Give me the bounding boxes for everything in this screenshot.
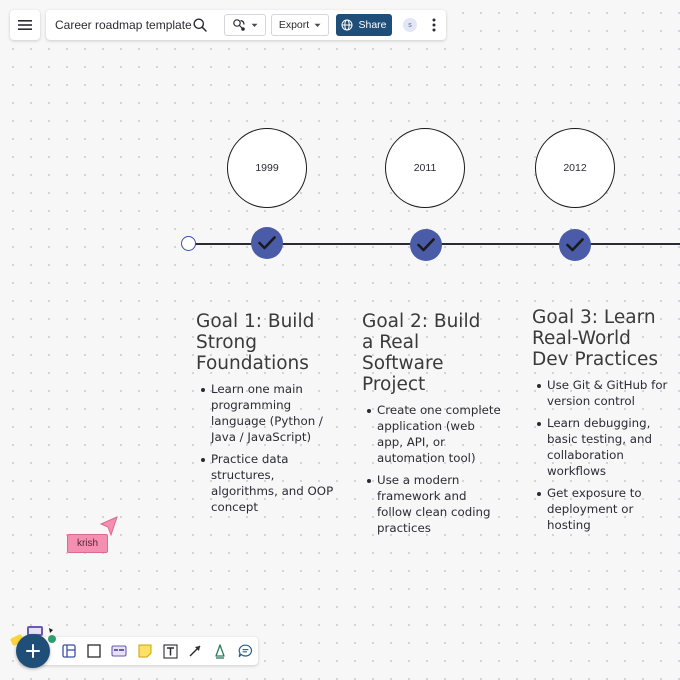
goal-bullet: Use a modern framework and follow clean …: [362, 472, 502, 536]
goal-bullet: Practice data structures, algorithms, an…: [196, 451, 336, 515]
goal-card-3[interactable]: Goal 3: Learn Real-World Dev Practices U…: [532, 307, 672, 539]
milestone-check-2[interactable]: [410, 229, 442, 261]
chevron-down-icon: [251, 23, 258, 27]
globe-icon: [341, 19, 353, 31]
goal-title-line: a Real: [362, 332, 420, 353]
goal-bullet: Learn debugging, basic testing, and coll…: [532, 415, 672, 479]
document-title[interactable]: Career roadmap template: [55, 18, 192, 32]
goal-bullet-list: Learn one main programming language (Pyt…: [196, 381, 336, 515]
text-tool[interactable]: [161, 642, 179, 660]
share-button[interactable]: Share: [336, 14, 392, 36]
plus-icon: [26, 644, 40, 658]
rectangle-tool[interactable]: [85, 642, 103, 660]
goal-bullet: Use Git & GitHub for version control: [532, 377, 672, 409]
sticky-note-tool[interactable]: [136, 642, 154, 660]
goal-title-line: Project: [362, 374, 426, 395]
checkmark-icon: [258, 236, 276, 250]
search-button[interactable]: [189, 14, 211, 36]
sticky-note-icon: [138, 644, 152, 658]
goal-bullet: Get exposure to deployment or hosting: [532, 485, 672, 533]
share-label: Share: [358, 19, 387, 31]
comment-icon: [238, 644, 252, 658]
template-icon: [62, 644, 76, 658]
main-menu-button[interactable]: [10, 10, 40, 40]
hamburger-icon: [18, 20, 32, 30]
search-icon: [193, 18, 207, 32]
year-circle-1[interactable]: 1999: [227, 128, 307, 208]
more-vertical-icon: [432, 18, 436, 32]
goal-bullet-list: Create one complete application (web app…: [362, 402, 502, 536]
goal-title-line: Dev Practices: [532, 349, 658, 370]
pen-tool[interactable]: [211, 642, 229, 660]
goal-title-line: Foundations: [196, 353, 309, 374]
goal-bullet-list: Use Git & GitHub for version control Lea…: [532, 377, 672, 533]
chevron-down-icon: [314, 23, 321, 27]
year-circle-3[interactable]: 2012: [535, 128, 615, 208]
goal-bullet: Create one complete application (web app…: [362, 402, 502, 466]
goal-title-line: Goal 3: Learn: [532, 307, 656, 328]
goal-title: Goal 3: Learn Real-World Dev Practices: [532, 307, 672, 370]
card-icon: [111, 645, 127, 657]
goal-card-1[interactable]: Goal 1: Build Strong Foundations Learn o…: [196, 311, 336, 521]
pen-icon: [215, 643, 225, 659]
collaborator-cursor-icon: [99, 516, 118, 537]
milestone-check-1[interactable]: [251, 227, 283, 259]
top-toolbar: Career roadmap template Export Share s: [46, 10, 446, 40]
goal-title: Goal 2: Build a Real Software Project: [362, 311, 502, 395]
year-circle-2[interactable]: 2011: [385, 128, 465, 208]
goal-card-2[interactable]: Goal 2: Build a Real Software Project Cr…: [362, 311, 502, 542]
goal-title-line: Goal 2: Build: [362, 311, 481, 332]
text-icon: [162, 643, 178, 659]
collaboration-button[interactable]: [224, 14, 266, 36]
add-button[interactable]: [16, 634, 50, 668]
rectangle-icon: [87, 644, 101, 658]
goal-title-line: Goal 1: Build: [196, 311, 315, 332]
card-tool[interactable]: [110, 642, 128, 660]
collaborator-name-tag: krish: [67, 534, 108, 553]
goal-title-line: Strong: [196, 332, 257, 353]
arrow-icon: [189, 645, 201, 657]
more-options-button[interactable]: [428, 15, 440, 35]
template-tool[interactable]: [60, 642, 78, 660]
timeline-start-node[interactable]: [181, 236, 196, 251]
checkmark-icon: [417, 238, 435, 252]
milestone-check-3[interactable]: [559, 229, 591, 261]
collaboration-icon: [233, 19, 245, 31]
export-label: Export: [278, 19, 310, 31]
comment-tool[interactable]: [236, 642, 254, 660]
goal-title-line: Real-World: [532, 328, 631, 349]
connector-tool[interactable]: [186, 642, 204, 660]
goal-title: Goal 1: Build Strong Foundations: [196, 311, 336, 374]
bottom-toolbar: [20, 637, 258, 665]
goal-bullet: Learn one main programming language (Pyt…: [196, 381, 336, 445]
goal-title-line: Software: [362, 353, 444, 374]
checkmark-icon: [566, 238, 584, 252]
export-button[interactable]: Export: [271, 14, 329, 36]
avatar[interactable]: s: [403, 18, 417, 32]
